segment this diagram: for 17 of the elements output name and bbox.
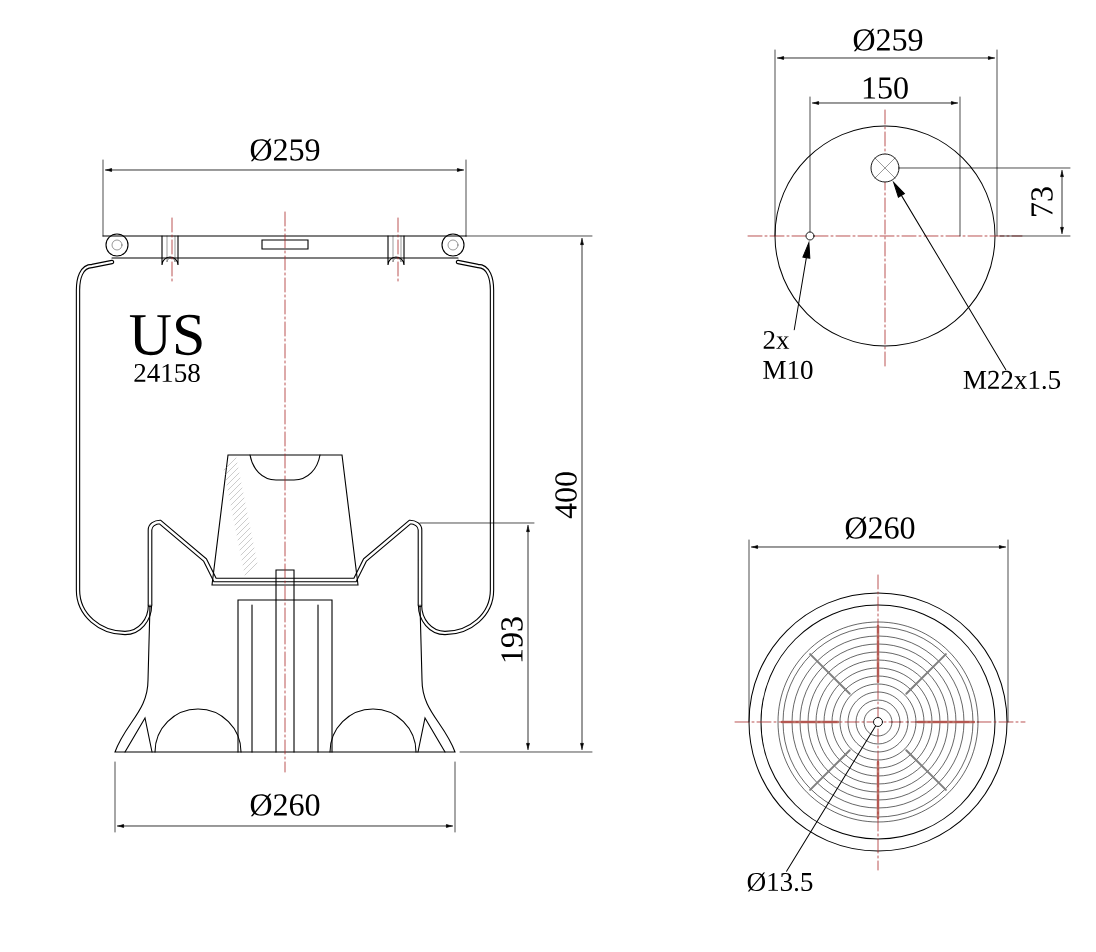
dimension-text: Ø260 [845,516,915,540]
hole-circle [870,153,900,183]
callout-text: 2x M10 [763,330,813,380]
dimension-text: 400 [555,472,577,519]
dimension-text: 150 [863,77,908,99]
dimension-text: Ø259 [853,28,923,52]
leader-line [786,725,876,872]
dimension-text: Ø260 [250,793,320,817]
dimension-text: 73 [1031,187,1053,216]
leader-line [893,181,1007,371]
callout-text: M22x1.5 [963,370,1061,390]
callout-text: Ø13.5 [747,872,813,892]
model-mark: US [129,314,202,356]
leader-line [793,242,811,331]
dimension-text: Ø259 [250,138,320,162]
part-number: 24158 [134,363,200,383]
dimension-text: 193 [501,617,523,662]
